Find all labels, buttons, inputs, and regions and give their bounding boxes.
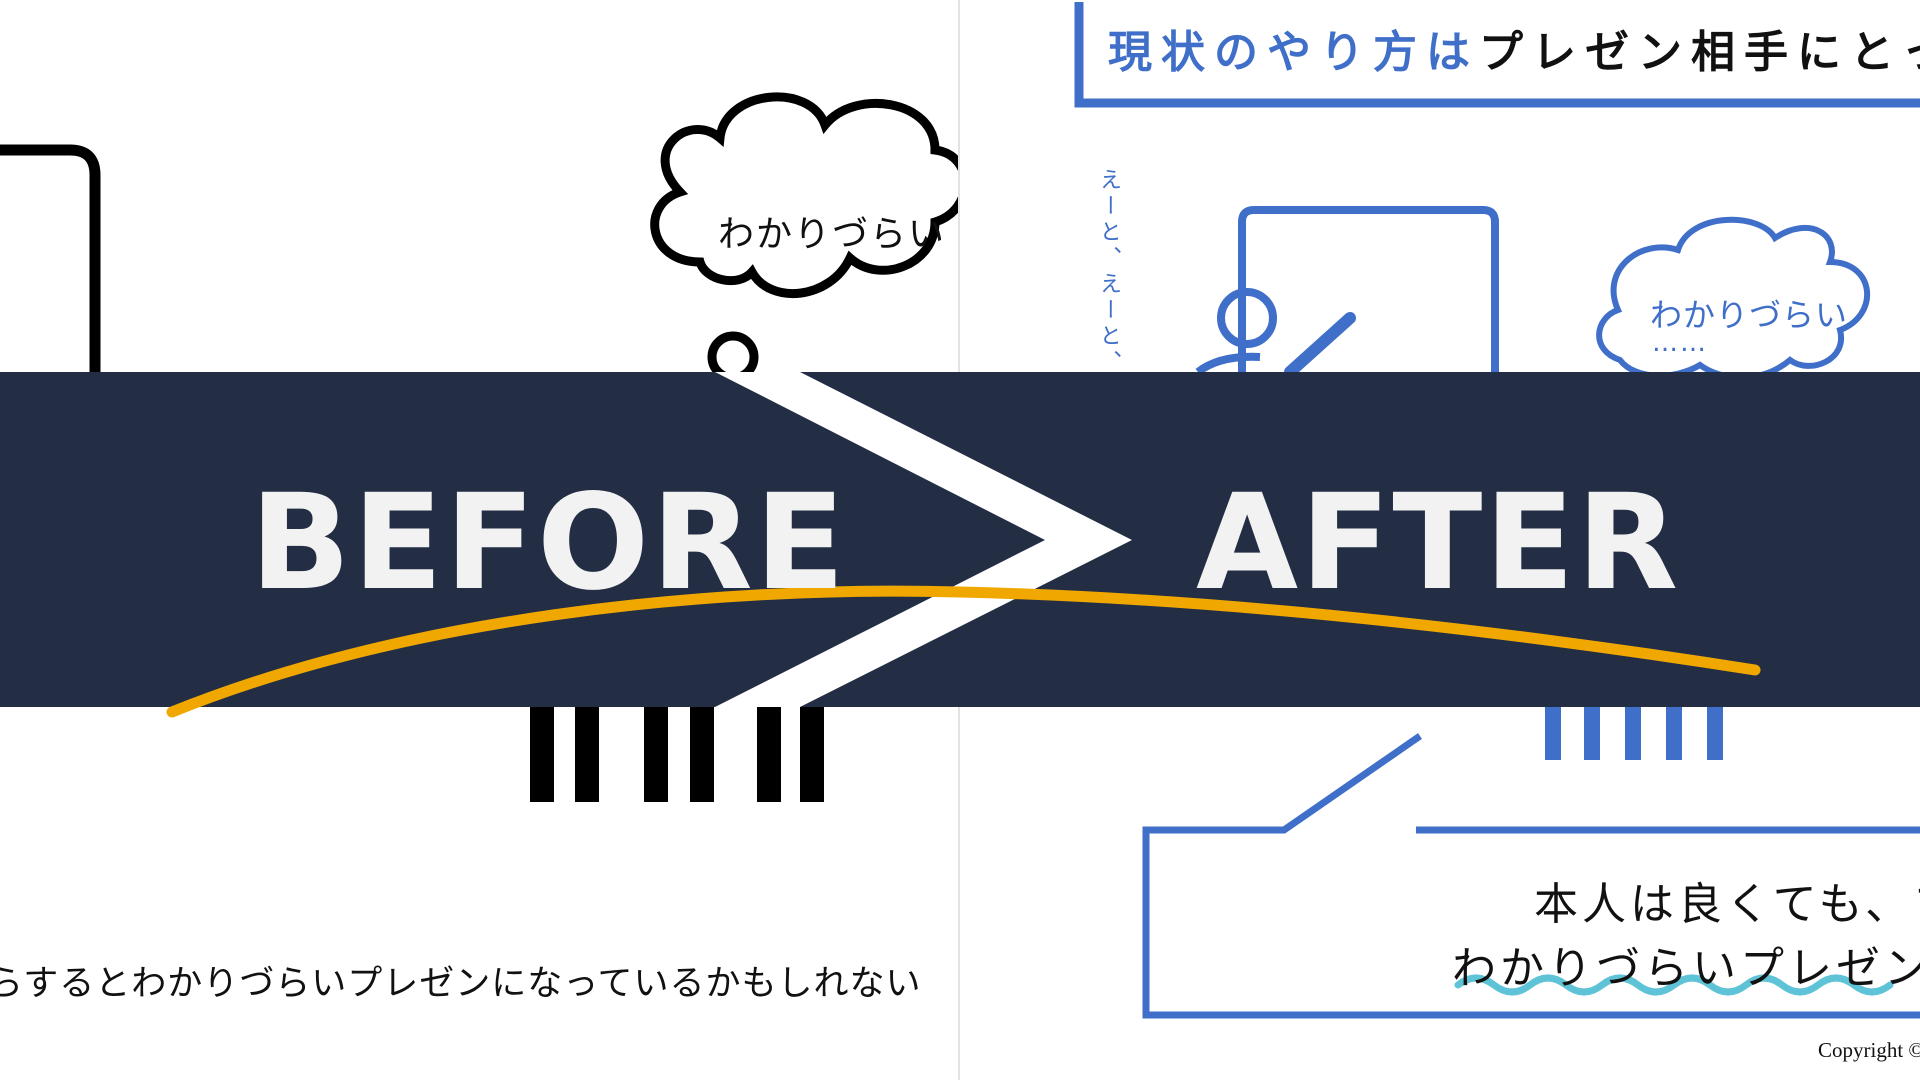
screen-frame — [0, 144, 101, 420]
chevron-arrow-icon — [715, 372, 1132, 707]
presenter-head — [1217, 288, 1277, 348]
thought-cloud — [650, 92, 958, 299]
after-title-rest: プレゼン相手にとっ — [1479, 27, 1920, 78]
after-title: 現状のやり方はプレゼン相手にとっ — [1108, 16, 1920, 80]
title-frame — [1074, 2, 1920, 108]
callout-line-1: 本人は良くても、プ — [1534, 879, 1920, 930]
presenter-body — [1195, 352, 1261, 376]
board-frame — [1238, 206, 1499, 380]
after-thought-text: わかりづらい — [1650, 296, 1849, 334]
after-label: AFTER — [1196, 466, 1681, 620]
after-thought-sub: …… — [1652, 328, 1708, 358]
callout-line-2: わかりづらいプレゼンに — [1452, 943, 1920, 994]
copyright-text: Copyright © — [1818, 1038, 1920, 1062]
before-thought-text: わかりづらい — [718, 214, 947, 255]
audience-bars — [530, 690, 824, 802]
orange-swoosh — [166, 585, 1761, 718]
callout-box — [1142, 733, 1920, 1019]
wavy-underline — [1454, 974, 1894, 996]
after-title-highlight: 現状のやり方は — [1108, 27, 1479, 78]
before-caption: らするとわかりづらいプレゼンになっているかもしれない — [0, 964, 922, 1004]
audience-bars-after — [1545, 698, 1723, 760]
before-illustration — [0, 92, 958, 802]
presenter-arm — [1284, 312, 1356, 378]
before-label: BEFORE — [250, 466, 847, 620]
